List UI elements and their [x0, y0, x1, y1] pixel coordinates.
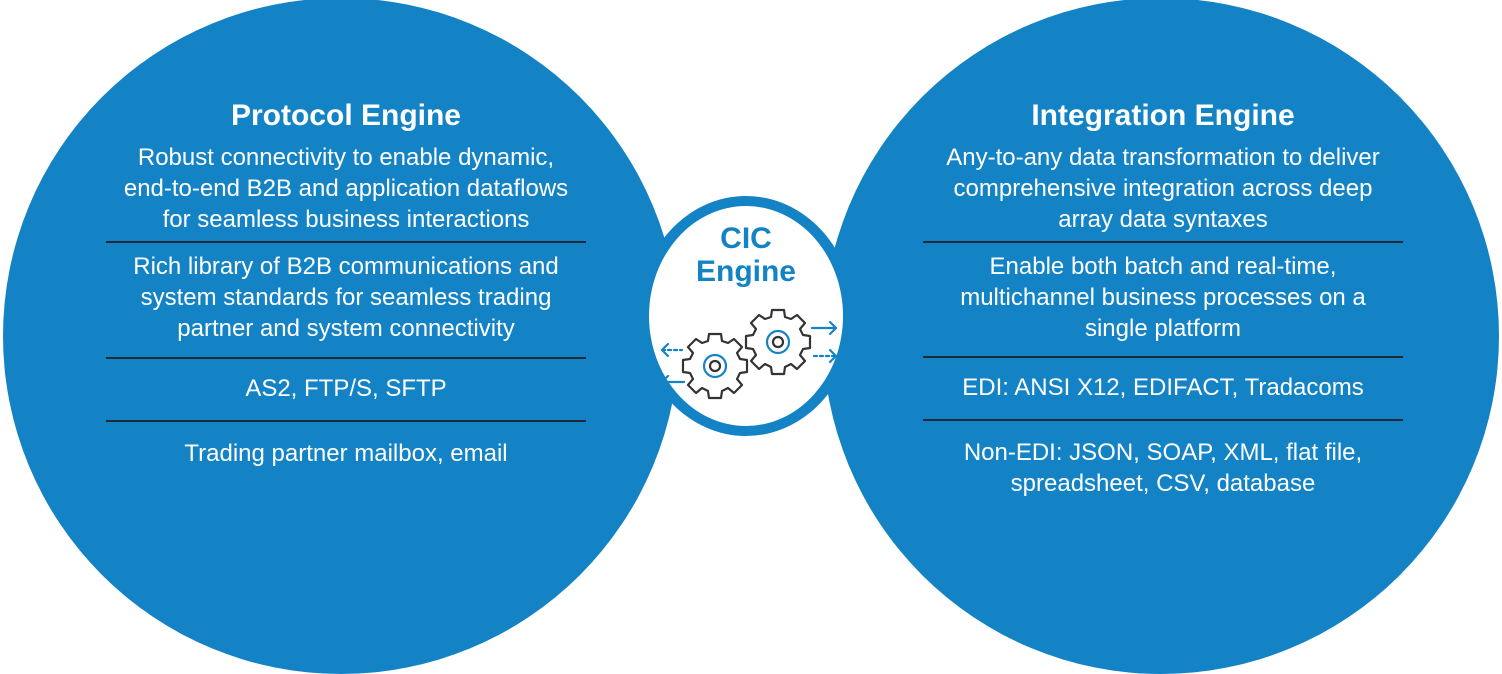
protocol-engine-circle — [3, 0, 679, 674]
cic-engine-title: CIC Engine — [649, 222, 843, 288]
integration-engine-title: Integration Engine — [1031, 99, 1295, 132]
integration-engine-circle — [823, 0, 1499, 674]
protocol-engine-standards: Rich library of B2B communications and s… — [133, 253, 559, 342]
divider — [106, 357, 586, 359]
integration-engine-panel: Integration Engine Any-to-any data trans… — [923, 96, 1403, 499]
integration-engine-non-edi: Non-EDI: JSON, SOAP, XML, flat file, spr… — [963, 439, 1363, 497]
cic-engine-title-line2: Engine — [695, 255, 796, 288]
protocol-engine-mailbox: Trading partner mailbox, email — [184, 440, 508, 467]
divider — [923, 419, 1403, 421]
protocol-engine-protocols: AS2, FTP/S, SFTP — [245, 375, 447, 402]
cic-engine-badge-inner — [649, 206, 843, 426]
integration-engine-description: Any-to-any data transformation to delive… — [946, 144, 1380, 233]
integration-engine-edi: EDI: ANSI X12, EDIFACT, Tradacoms — [962, 374, 1364, 401]
cic-engine-title-line1: CIC — [720, 222, 772, 255]
divider — [106, 420, 586, 422]
integration-engine-processes: Enable both batch and real-time, multich… — [960, 253, 1366, 342]
divider — [923, 241, 1403, 243]
protocol-engine-description: Robust connectivity to enable dynamic, e… — [123, 144, 569, 233]
divider — [923, 356, 1403, 358]
divider — [106, 241, 586, 243]
protocol-engine-title: Protocol Engine — [230, 99, 461, 132]
protocol-engine-panel: Protocol Engine Robust connectivity to e… — [106, 96, 586, 469]
gears-icon — [660, 308, 838, 400]
